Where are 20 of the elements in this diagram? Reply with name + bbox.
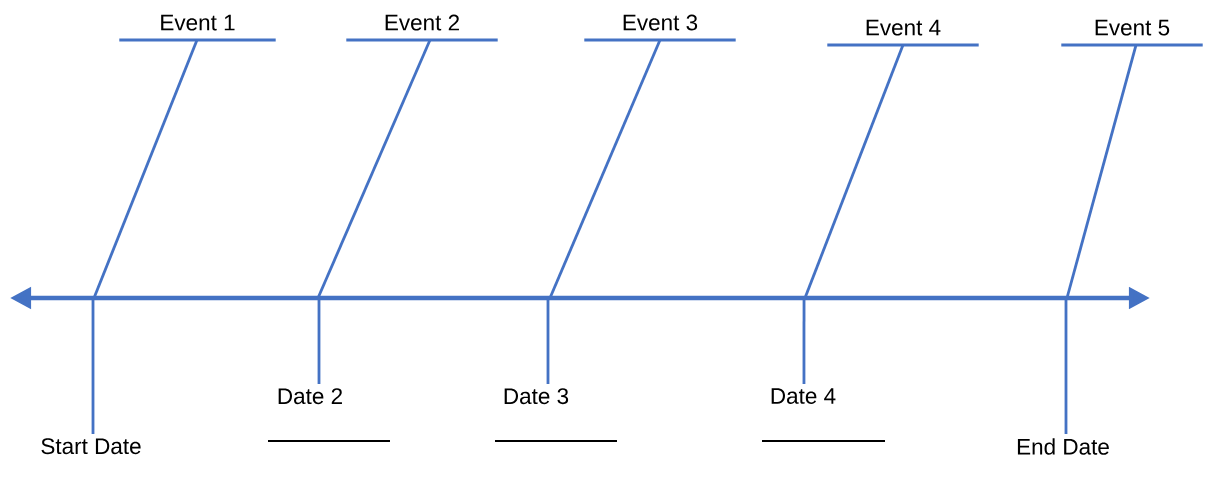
connector-line bbox=[1064, 298, 1068, 434]
underlined-label: Event 2 bbox=[346, 14, 498, 42]
date-label: Date 2 bbox=[278, 388, 342, 405]
date-label: Start Date bbox=[41, 438, 141, 455]
connector-line bbox=[92, 39, 199, 299]
connector-line bbox=[1065, 44, 1138, 299]
underlined-label: Event 3 bbox=[584, 14, 736, 42]
date-label: End Date bbox=[1017, 438, 1109, 455]
connector-line bbox=[803, 44, 905, 299]
connector-line bbox=[546, 298, 550, 384]
underlined-label: Event 5 bbox=[1061, 19, 1203, 47]
date-label: Date 3 bbox=[504, 388, 569, 405]
connector-line bbox=[317, 298, 321, 384]
underlined-label: Event 1 bbox=[119, 14, 276, 42]
connector-line bbox=[316, 39, 432, 299]
connector-line bbox=[548, 39, 662, 299]
underlined-label: Event 4 bbox=[827, 19, 979, 47]
date-label: Date 4 bbox=[771, 388, 836, 404]
connector-line bbox=[802, 298, 806, 384]
connector-line bbox=[91, 298, 95, 434]
